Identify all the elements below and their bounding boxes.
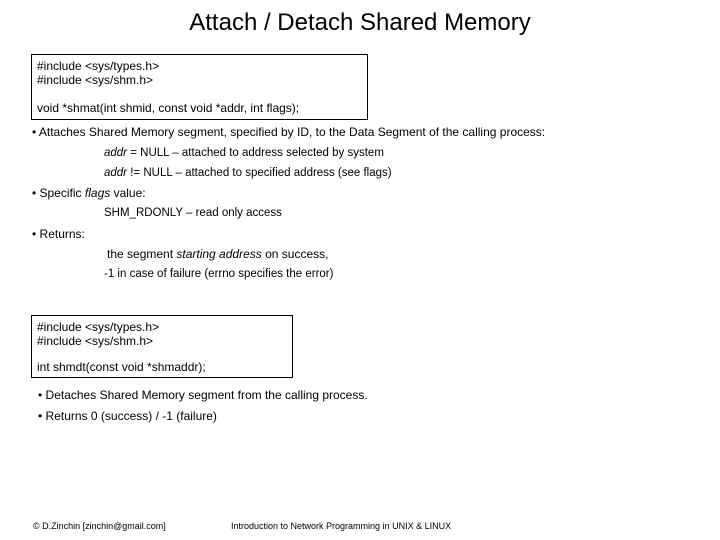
shmat-code-box: #include <sys/types.h> #include <sys/shm… <box>31 54 368 120</box>
bullet-detach-returns: • Returns 0 (success) / -1 (failure) <box>38 409 217 423</box>
addr-null-line: addr = NULL – attached to address select… <box>104 146 384 160</box>
shmdt-signature: int shmdt(const void *shmaddr); <box>37 360 206 374</box>
footer-course: Introduction to Network Programming in U… <box>231 521 452 531</box>
addr-param: addr <box>104 167 128 179</box>
returns-failure-line: -1 in case of failure (errno specifies t… <box>104 268 334 280</box>
bullet-returns: • Returns: <box>32 227 85 241</box>
include-types-line: #include <sys/types.h> <box>37 320 160 334</box>
slide-title: Attach / Detach Shared Memory <box>189 9 531 36</box>
bullet-flags: • Specific flags value: <box>32 186 146 200</box>
starting-address-text: starting address <box>176 247 262 261</box>
addr-not-null-text: != NULL – attached to specified address … <box>127 167 392 179</box>
shmdt-code-box: #include <sys/types.h> #include <sys/shm… <box>31 315 293 378</box>
footer-copyright: © D.Zinchin [zinchin@gmail.com] <box>33 521 166 531</box>
addr-param: addr <box>104 147 128 159</box>
addr-null-text: = NULL – attached to address selected by… <box>127 147 384 159</box>
bullet-detaches: • Detaches Shared Memory segment from th… <box>38 388 368 402</box>
returns-success-line: the segment starting address on success, <box>107 247 328 261</box>
returns-success-suffix: on success, <box>261 247 329 261</box>
addr-not-null-line: addr != NULL – attached to specified add… <box>104 166 392 180</box>
bullet-attaches: • Attaches Shared Memory segment, specif… <box>32 125 546 139</box>
shmat-signature: void *shmat(int shmid, const void *addr,… <box>37 101 300 115</box>
include-shm-line: #include <sys/shm.h> <box>37 73 154 87</box>
flags-param: flags <box>84 186 111 200</box>
include-shm-line: #include <sys/shm.h> <box>37 334 154 348</box>
returns-success-prefix: the segment <box>107 247 177 261</box>
flags-prefix: • Specific <box>32 186 85 200</box>
shm-rdonly-line: SHM_RDONLY – read only access <box>104 207 282 219</box>
flags-suffix: value: <box>110 186 146 200</box>
include-types-line: #include <sys/types.h> <box>37 59 160 73</box>
